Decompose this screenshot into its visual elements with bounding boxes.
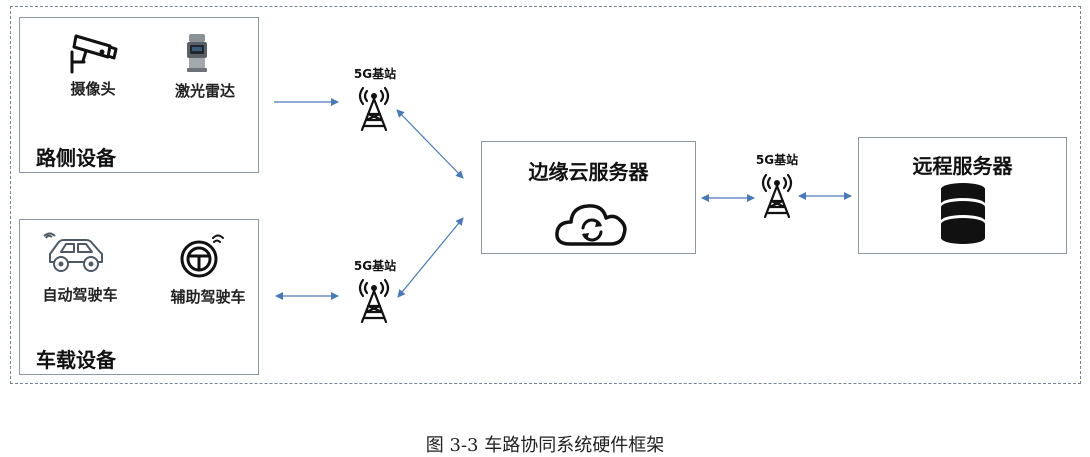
tower-top-label: 5G基站 bbox=[353, 67, 397, 81]
autonomous-vehicle-label: 自动驾驶车 bbox=[42, 286, 118, 304]
figure-caption: 图 3-3 车路协同系统硬件框架 bbox=[425, 435, 665, 456]
edge-cloud-server: 边缘云服务器 bbox=[481, 141, 696, 254]
remote-server: 远程服务器 bbox=[858, 137, 1067, 254]
roadside-devices-group: 摄像头 激光雷达 路侧设备 bbox=[19, 17, 259, 173]
lidar-icon bbox=[187, 34, 207, 72]
tower-bottom-label: 5G基站 bbox=[353, 259, 397, 273]
cloud-sync-icon bbox=[555, 204, 627, 246]
steering-wheel-icon bbox=[180, 234, 224, 278]
assisted-vehicle-label: 辅助驾驶车 bbox=[170, 288, 246, 306]
roadside-group-title: 路侧设备 bbox=[36, 146, 116, 170]
arrow-top-tower-edge bbox=[396, 109, 464, 179]
camera-icon bbox=[70, 34, 118, 74]
vehicle-devices-group: 自动驾驶车 辅助驾驶车 车载设备 bbox=[19, 219, 259, 375]
tower-middle-label: 5G基站 bbox=[755, 153, 799, 167]
lidar-label: 激光雷达 bbox=[174, 82, 235, 100]
system-boundary bbox=[10, 6, 1081, 384]
camera-label: 摄像头 bbox=[70, 80, 116, 98]
tower-middle-icon bbox=[761, 173, 793, 219]
tower-bottom-icon bbox=[358, 278, 390, 324]
car-icon bbox=[43, 232, 103, 272]
database-icon bbox=[941, 183, 985, 244]
vehicle-group-title: 车载设备 bbox=[36, 348, 116, 372]
tower-top-icon bbox=[358, 86, 390, 132]
edge-server-title: 边缘云服务器 bbox=[528, 160, 649, 184]
remote-server-title: 远程服务器 bbox=[912, 154, 1013, 178]
arrow-bottom-tower-edge bbox=[397, 217, 464, 298]
